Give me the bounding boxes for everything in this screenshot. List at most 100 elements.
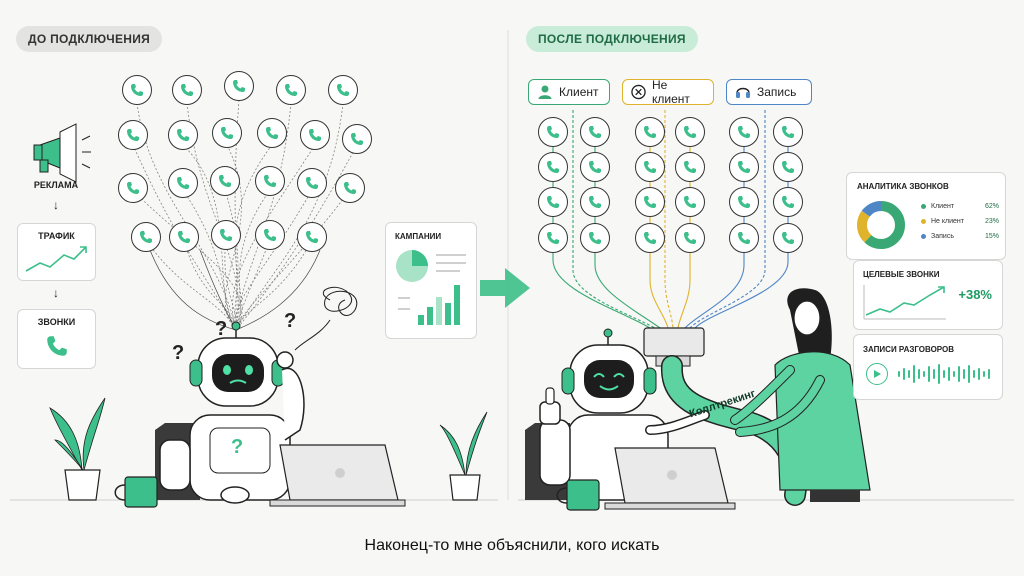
- phone-icon: [773, 187, 803, 217]
- robot-chest-mark: ?: [231, 436, 244, 458]
- analytics-donut-chart: [857, 201, 905, 249]
- tag-record: Запись: [726, 79, 812, 105]
- legend-row-nonclient: Не клиент 23%: [921, 218, 999, 225]
- target-calls-card: ЦЕЛЕВЫЕ ЗВОНКИ +38%: [853, 260, 1003, 330]
- phone-icon: [580, 187, 610, 217]
- trend-chart-icon: [863, 285, 946, 320]
- target-calls-title: ЦЕЛЕВЫЕ ЗВОНКИ: [863, 270, 940, 279]
- transition-arrow: [480, 268, 530, 308]
- waveform-icon: [898, 364, 990, 384]
- legend-value: 23%: [984, 218, 999, 225]
- phone-icon: [729, 152, 759, 182]
- trend-line-icon: [25, 246, 87, 272]
- phone-icon: [675, 223, 705, 253]
- phone-icon: [580, 152, 610, 182]
- phone-icon: [211, 220, 241, 250]
- plant-left: [49, 397, 106, 501]
- plant-right: [439, 411, 488, 501]
- phone-icon: [255, 220, 285, 250]
- flow-arrow: ↓: [53, 198, 59, 212]
- phone-icon: [773, 223, 803, 253]
- phone-icon: [212, 118, 242, 148]
- legend-row-client: Клиент 62%: [921, 203, 999, 210]
- tag-nonclient-label: Не клиент: [652, 78, 690, 106]
- phone-icon: [635, 117, 665, 147]
- phone-icon: [328, 75, 358, 105]
- play-icon: [874, 370, 881, 378]
- traffic-card: ТРАФИК: [17, 223, 96, 281]
- question-mark: ?: [172, 342, 185, 364]
- donut-slice-1: [857, 201, 905, 249]
- phone-icon: [255, 166, 285, 196]
- analytics-card: АНАЛИТИКА ЗВОНКОВ Клиент 62% Не клиент 23%…: [846, 172, 1006, 260]
- tag-client: Клиент: [528, 79, 610, 105]
- calls-card: ЗВОНКИ: [17, 309, 96, 369]
- phone-icon: [168, 120, 198, 150]
- phone-icon: [47, 336, 67, 356]
- phone-icon: [635, 223, 665, 253]
- phone-icon: [773, 117, 803, 147]
- calls-label: ЗВОНКИ: [37, 317, 76, 327]
- legend-label: Не клиент: [931, 218, 964, 225]
- legend-label: Клиент: [931, 203, 955, 210]
- phone-icon: [538, 117, 568, 147]
- before-pill: ДО ПОДКЛЮЧЕНИЯ: [16, 26, 163, 52]
- caption: Наконец-то мне объяснили, кого искать: [364, 537, 660, 554]
- phone-icon: [335, 173, 365, 203]
- legend-value: 62%: [984, 203, 999, 210]
- phone-icon: [118, 173, 148, 203]
- donut-slice-2: [857, 201, 905, 249]
- analytics-title: АНАЛИТИКА ЗВОНКОВ: [857, 182, 949, 191]
- phone-icon: [210, 166, 240, 196]
- legend-value: 15%: [984, 233, 999, 240]
- traffic-label: ТРАФИК: [38, 231, 75, 241]
- mug-before: [114, 476, 158, 508]
- phone-icon: [580, 117, 610, 147]
- phone-icon: [169, 222, 199, 252]
- campaigns-label: КАМПАНИИ: [395, 232, 442, 241]
- phone-icon: [276, 75, 306, 105]
- phone-icon: [297, 168, 327, 198]
- tag-nonclient: Не клиент: [622, 78, 714, 106]
- phone-icon: [538, 223, 568, 253]
- phone-icon: [300, 120, 330, 150]
- tangle-scribble: [294, 286, 358, 351]
- sorted-wires: [552, 110, 789, 329]
- after-pill: ПОСЛЕ ПОДКЛЮЧЕНИЯ: [526, 26, 698, 52]
- phone-icon: [131, 222, 161, 252]
- recordings-title: ЗАПИСИ РАЗГОВОРОВ: [863, 345, 955, 354]
- phone-icon: [773, 152, 803, 182]
- flow-arrow: ↓: [53, 286, 59, 300]
- question-mark: ?: [284, 310, 297, 332]
- phone-icon: [168, 168, 198, 198]
- play-button[interactable]: [866, 363, 888, 385]
- tag-client-label: Клиент: [559, 85, 599, 99]
- phone-icon: [580, 223, 610, 253]
- campaigns-card: КАМПАНИИ: [385, 222, 477, 339]
- phone-icon: [538, 187, 568, 217]
- target-calls-value: +38%: [958, 287, 992, 302]
- headset-icon: [736, 87, 750, 98]
- tag-record-label: Запись: [757, 85, 797, 99]
- robot-before: [155, 321, 305, 504]
- phone-icon: [118, 120, 148, 150]
- phone-icon: [172, 75, 202, 105]
- phone-icon: [122, 75, 152, 105]
- campaigns-chart-icon: [396, 250, 466, 325]
- laptop-before: [269, 444, 406, 507]
- phone-icon: [729, 223, 759, 253]
- recordings-card: ЗАПИСИ РАЗГОВОРОВ: [853, 334, 1003, 400]
- phone-icon: [635, 152, 665, 182]
- legend-label: Запись: [931, 233, 954, 240]
- phone-icon: [297, 222, 327, 252]
- phone-icon: [538, 152, 568, 182]
- mug-after: [556, 479, 600, 511]
- cross-circle-icon: [631, 84, 646, 100]
- phone-icon: [729, 187, 759, 217]
- woman-figure: [730, 288, 871, 502]
- laptop-after: [604, 447, 736, 510]
- ad-label: РЕКЛАМА: [33, 180, 79, 190]
- phone-icon: [675, 187, 705, 217]
- phone-icon: [729, 117, 759, 147]
- person-icon: [538, 85, 552, 99]
